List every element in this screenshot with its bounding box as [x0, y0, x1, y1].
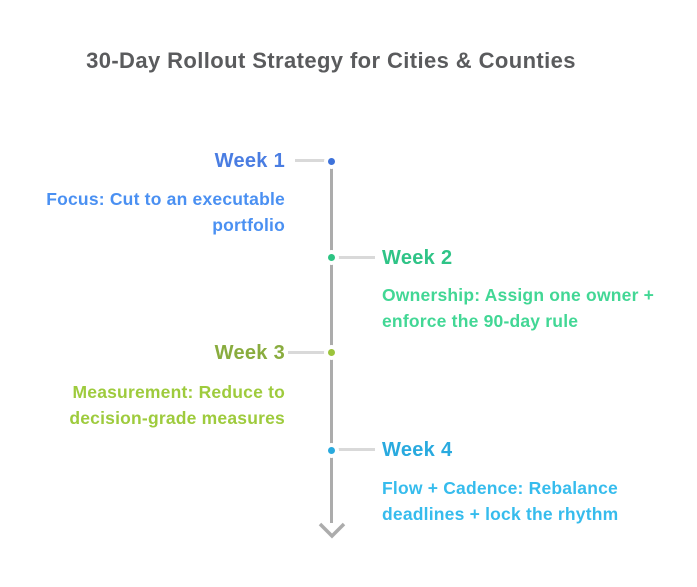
week-3-label: Week 3	[214, 342, 285, 364]
week-4-node-dot	[328, 447, 335, 454]
week-2-label: Week 2	[382, 247, 453, 269]
diagram-title: 30-Day Rollout Strategy for Cities & Cou…	[86, 48, 576, 73]
week-2-connector	[333, 256, 375, 259]
week-2-node	[324, 250, 339, 265]
week-1-connector	[295, 159, 331, 162]
arrow-down-icon	[318, 522, 346, 539]
week-3-node	[324, 345, 339, 360]
week-4-description: Flow + Cadence: Rebalance deadlines + lo…	[382, 478, 619, 524]
week-3-connector	[288, 351, 331, 354]
week-4-connector	[333, 448, 375, 451]
week-1-node	[324, 154, 339, 169]
week-4-label: Week 4	[382, 439, 453, 461]
week-1-description: Focus: Cut to an executable portfolio	[46, 189, 285, 235]
week-4-node	[324, 443, 339, 458]
week-3-description: Measurement: Reduce to decision-grade me…	[69, 382, 285, 428]
week-1-node-dot	[328, 158, 335, 165]
week-2-description: Ownership: Assign one owner + enforce th…	[382, 285, 655, 331]
week-1-label: Week 1	[214, 150, 285, 172]
timeline-line	[330, 161, 333, 523]
week-3-node-dot	[328, 349, 335, 356]
week-2-node-dot	[328, 254, 335, 261]
